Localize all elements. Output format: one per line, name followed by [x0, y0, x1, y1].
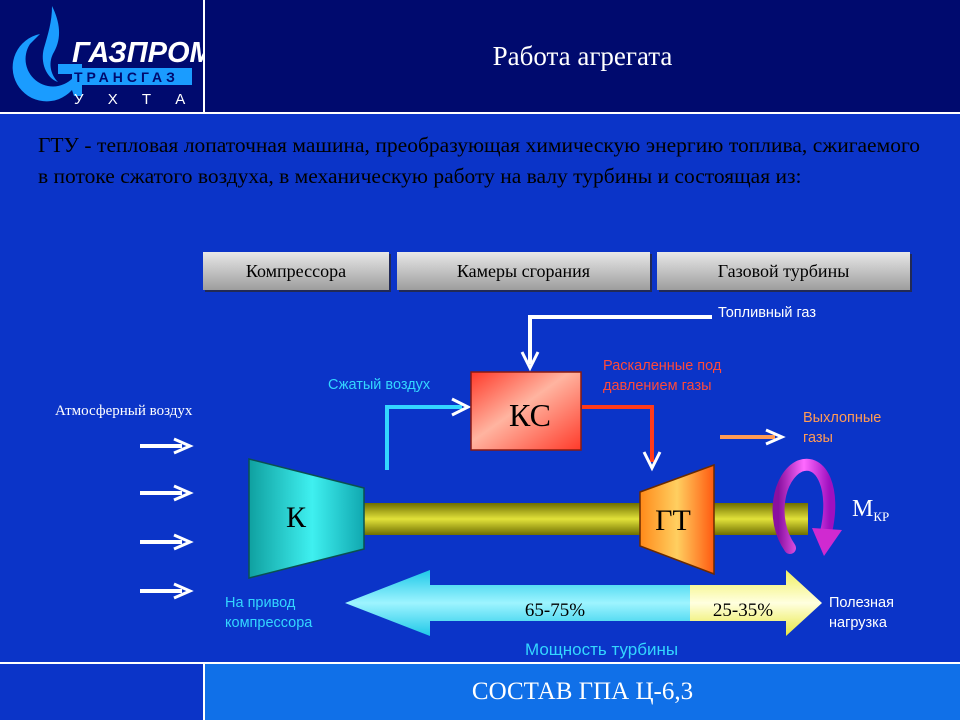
footer-left-block — [0, 664, 203, 720]
logo-line2: ТРАНСГАЗ — [74, 69, 179, 85]
header — [0, 0, 960, 112]
exhaust-arrow — [720, 428, 786, 446]
payload-line1: Полезная — [829, 595, 894, 611]
exhaust-line2: газы — [803, 430, 833, 446]
fuel-gas-arrow — [520, 315, 712, 372]
component-combustor: Камеры сгорания — [397, 252, 650, 290]
logo-line3: У Х Т А — [74, 91, 195, 108]
footer-divider — [203, 662, 205, 720]
to-compressor-label: На привод компрессора — [225, 593, 312, 633]
compressor-share-arrow — [345, 570, 690, 636]
turbine-label: ГТ — [655, 504, 691, 537]
combustor-label: КС — [509, 397, 551, 433]
gazprom-logo: ГАЗПРОМ ТРАНСГАЗ У Х Т А — [0, 0, 215, 112]
turbine-power-label: Мощность турбины — [525, 640, 679, 659]
header-bottom-line — [0, 112, 960, 114]
hot-gases-arrow — [582, 405, 662, 472]
to-compressor-line1: На привод — [225, 595, 296, 611]
component-compressor: Компрессора — [203, 252, 389, 290]
hot-gases-line2: давлением газы — [603, 378, 712, 394]
to-compressor-line2: компрессора — [225, 615, 313, 631]
turbine-shape — [639, 463, 715, 576]
hot-gases-label: Раскаленные под давлением газы — [603, 356, 721, 396]
combustor-shape — [470, 371, 582, 451]
compressed-air-label: Сжатый воздух — [328, 377, 431, 393]
payload-label: Полезная нагрузка — [829, 593, 894, 633]
header-divider — [203, 0, 205, 112]
component-gas-turbine: Газовой турбины — [657, 252, 910, 290]
compressor-shape — [248, 458, 365, 579]
payload-line2: нагрузка — [829, 615, 887, 631]
payload-share-arrow — [690, 570, 822, 636]
intro-text: ГТУ - тепловая лопаточная машина, преобр… — [38, 133, 920, 188]
atmospheric-air-label: Атмосферный воздух — [55, 403, 193, 419]
fuel-gas-label: Топливный газ — [718, 305, 816, 321]
torque-label: МКР — [852, 496, 889, 524]
logo-line1: ГАЗПРОМ — [72, 37, 203, 69]
footer-top-line — [0, 662, 960, 664]
atmospheric-air-arrows — [140, 437, 194, 600]
compressor-share-value: 65-75% — [525, 600, 585, 621]
page-title: Работа агрегата — [492, 40, 673, 71]
hot-gases-line1: Раскаленные под — [603, 358, 722, 374]
exhaust-label: Выхлопные газы — [803, 408, 881, 448]
payload-share-value: 25-35% — [713, 600, 773, 621]
exhaust-line1: Выхлопные — [803, 410, 882, 426]
gazprom-flame-icon: ГАЗПРОМ ТРАНСГАЗ У Х Т А — [12, 6, 215, 108]
shaft — [360, 503, 808, 535]
footer-title: СОСТАВ ГПА Ц-6,3 — [471, 678, 694, 705]
compressed-air-arrow — [385, 397, 472, 470]
torque-arrow-icon — [772, 458, 842, 556]
compressor-label: К — [286, 501, 307, 534]
